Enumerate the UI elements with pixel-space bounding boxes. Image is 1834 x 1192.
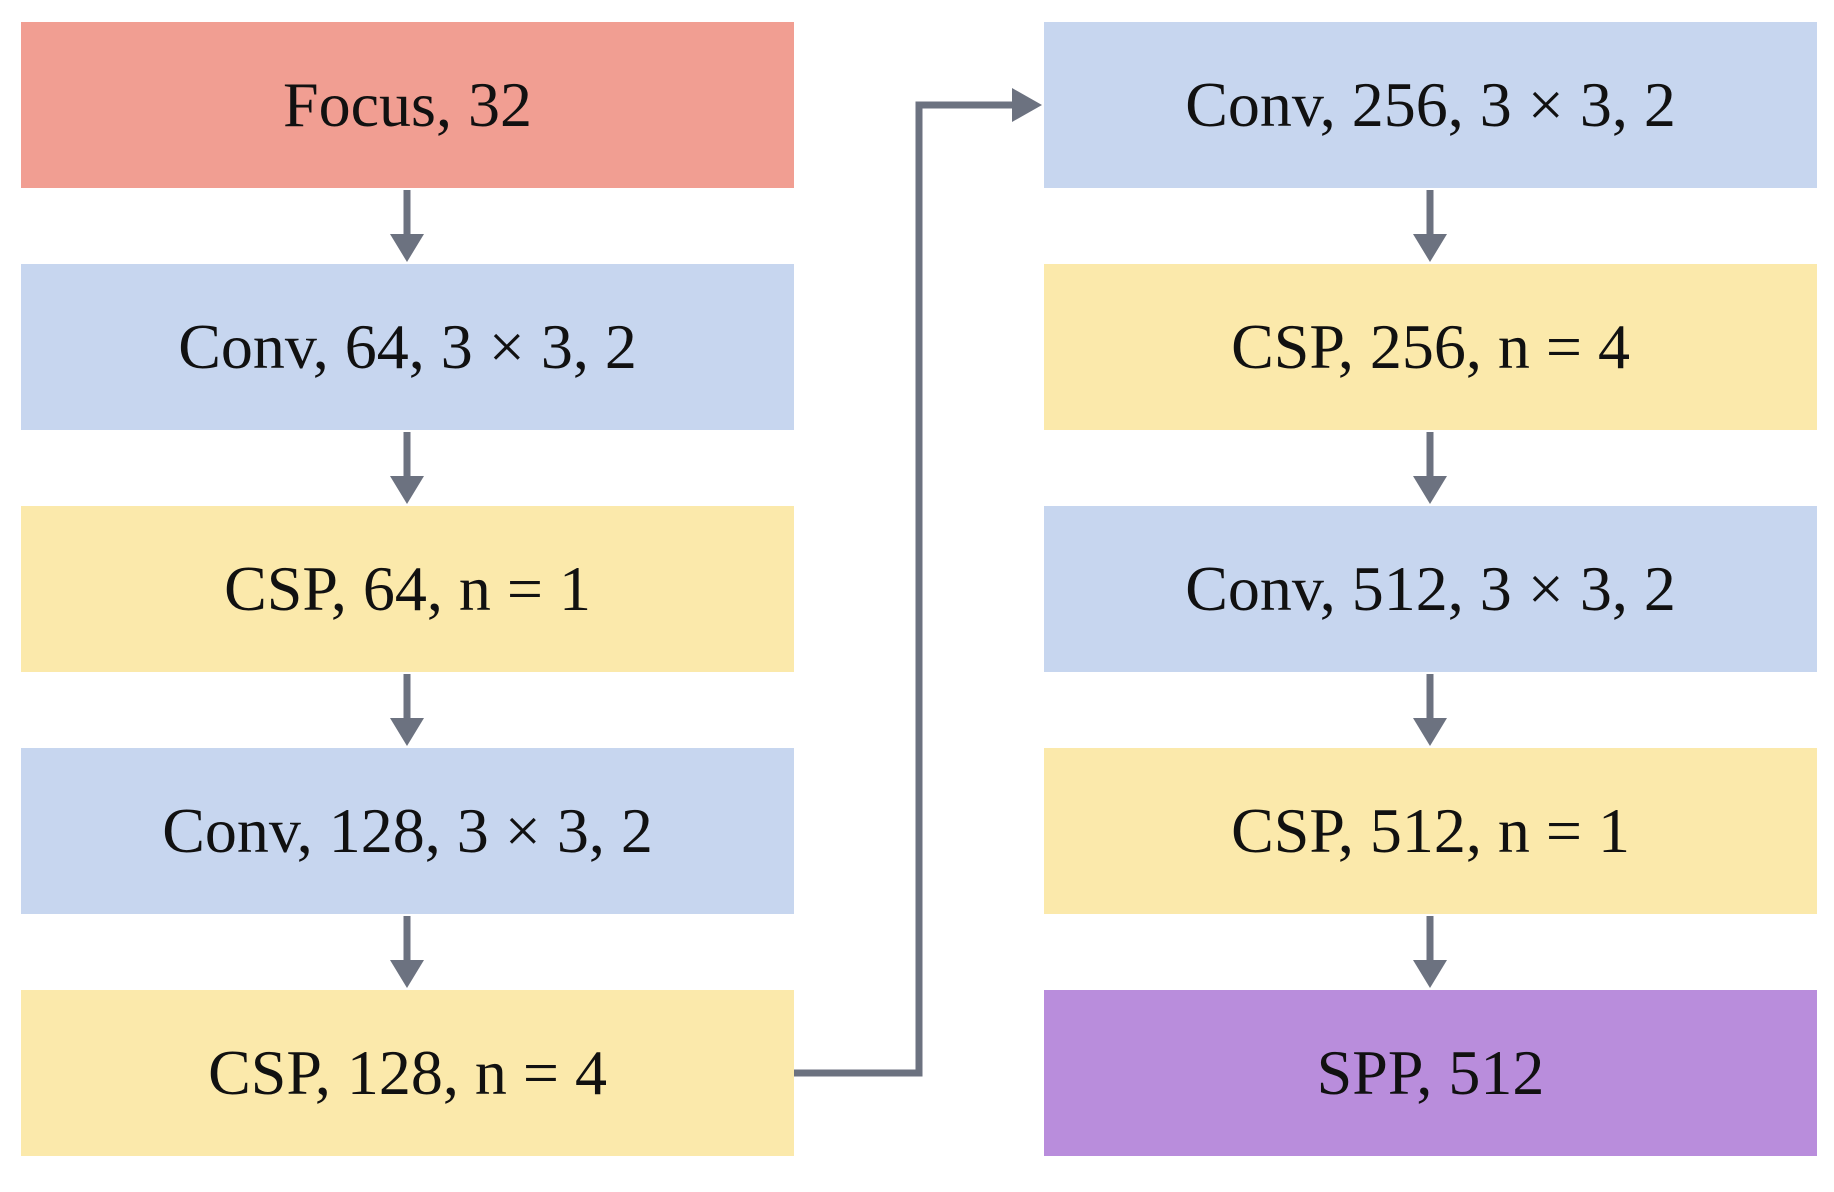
block-conv-128: Conv, 128, 3 × 3, 2 xyxy=(21,748,794,914)
down-arrowhead-left-2 xyxy=(390,476,424,504)
down-arrowhead-right-4 xyxy=(1413,960,1447,988)
connector-left-to-right xyxy=(794,101,1016,1077)
block-csp-64: CSP, 64, n = 1 xyxy=(21,506,794,672)
down-arrowhead-left-1 xyxy=(390,234,424,262)
down-arrowhead-right-3 xyxy=(1413,718,1447,746)
down-arrowhead-left-3 xyxy=(390,718,424,746)
down-arrowhead-right-2 xyxy=(1413,476,1447,504)
block-spp-512: SPP, 512 xyxy=(1044,990,1817,1156)
block-csp-512: CSP, 512, n = 1 xyxy=(1044,748,1817,914)
down-arrowhead-right-1 xyxy=(1413,234,1447,262)
block-focus-32: Focus, 32 xyxy=(21,22,794,188)
down-arrowhead-left-4 xyxy=(390,960,424,988)
block-conv-256: Conv, 256, 3 × 3, 2 xyxy=(1044,22,1817,188)
block-conv-512: Conv, 512, 3 × 3, 2 xyxy=(1044,506,1817,672)
block-csp-256: CSP, 256, n = 4 xyxy=(1044,264,1817,430)
block-conv-64: Conv, 64, 3 × 3, 2 xyxy=(21,264,794,430)
connector-arrowhead xyxy=(1012,88,1042,122)
block-csp-128: CSP, 128, n = 4 xyxy=(21,990,794,1156)
